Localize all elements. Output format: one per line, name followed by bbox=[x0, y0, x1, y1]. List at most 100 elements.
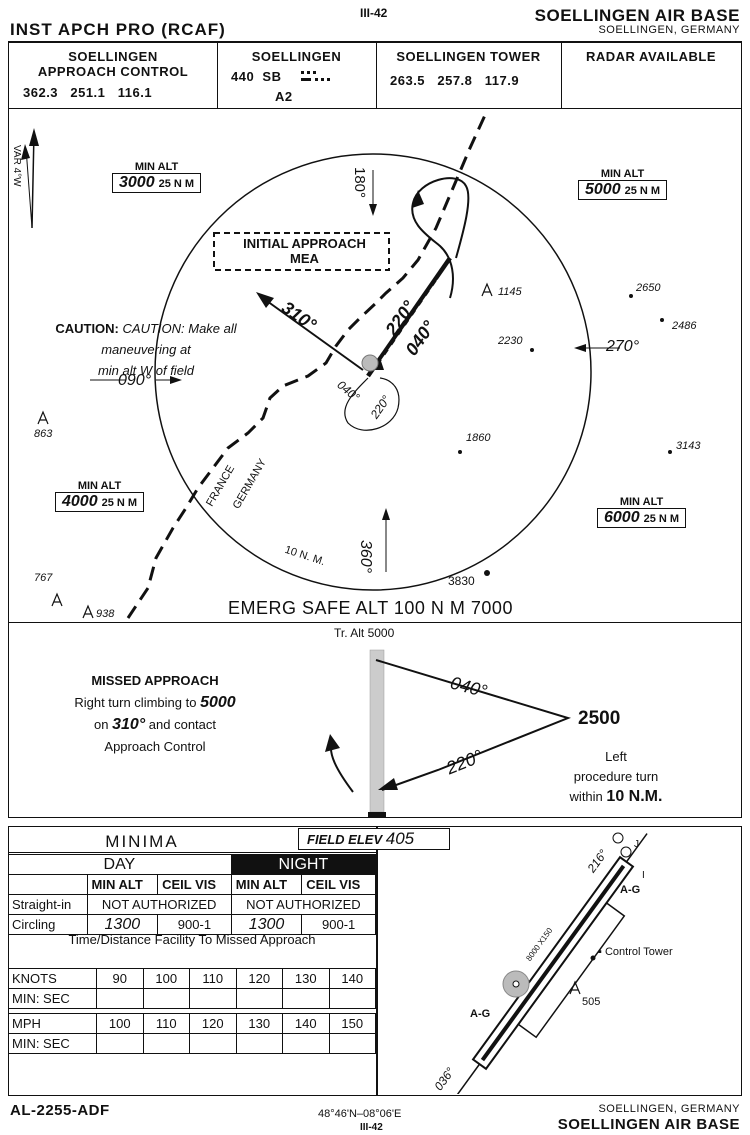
circling-vis-day: 900-1 bbox=[157, 914, 232, 935]
spot-2230: 2230 bbox=[498, 335, 523, 347]
footer-location: SOELLINGEN, GERMANY bbox=[598, 1103, 740, 1115]
airport-diagram bbox=[455, 832, 648, 1094]
beacon-title: SOELLINGEN bbox=[251, 49, 342, 64]
mea-box bbox=[213, 232, 390, 271]
control-tower-label: ▪ Control Tower bbox=[598, 946, 673, 958]
mph-120: 120 bbox=[189, 1013, 237, 1034]
mph-label: MPH bbox=[8, 1013, 97, 1034]
spot-767: 767 bbox=[34, 572, 53, 584]
beacon-frequency: 440 SB bbox=[231, 69, 282, 84]
ceil-vis-day-header: CEIL VIS bbox=[157, 874, 232, 895]
caution-note: CAUTION: CAUTION: Make all maneuvering a… bbox=[55, 321, 237, 378]
knots-130: 130 bbox=[282, 968, 330, 989]
base-name: SOELLINGEN AIR BASE bbox=[534, 6, 740, 25]
plan-view-drawing bbox=[21, 112, 672, 619]
taxiway bbox=[517, 901, 626, 1039]
circling-alt-day: 1300 bbox=[86, 914, 159, 935]
france-germany-border bbox=[126, 112, 488, 619]
transition-altitude: Tr. Alt 5000 bbox=[334, 626, 395, 640]
spot-3830: 3830 bbox=[448, 574, 475, 588]
straight-in-day: NOT AUTHORIZED bbox=[86, 894, 232, 915]
spot-1145: 1145 bbox=[498, 286, 522, 298]
mph-130: 130 bbox=[235, 1013, 283, 1034]
footer-base-name: SOELLINGEN AIR BASE bbox=[557, 1116, 740, 1133]
tower-box: SOELLINGEN TOWER 263.5 257.8 117.9 bbox=[376, 41, 562, 109]
day-header: DAY bbox=[8, 854, 232, 875]
chart-title: INST APCH PRO (RCAF) bbox=[10, 20, 226, 39]
spot-1860: 1860 bbox=[466, 432, 491, 444]
inbound-course bbox=[366, 256, 452, 378]
knots-120: 120 bbox=[235, 968, 283, 989]
profile-drawing bbox=[325, 649, 572, 817]
north-arrow bbox=[31, 131, 35, 229]
ten-nm-circle bbox=[154, 153, 592, 591]
spot-2650: 2650 bbox=[636, 282, 661, 294]
approach-frequencies: 362.3 251.1 116.1 bbox=[23, 85, 153, 100]
missed-approach-note: MISSED APPROACH Right turn climbing to 5… bbox=[74, 673, 236, 754]
airfield-symbol bbox=[361, 354, 379, 372]
ag-top-label: A-G bbox=[620, 884, 641, 896]
spot-3143: 3143 bbox=[676, 440, 701, 452]
circling-vis-night: 900-1 bbox=[301, 914, 376, 935]
minima-panel bbox=[8, 826, 742, 1096]
min-alt-day-header: MIN ALT bbox=[86, 874, 159, 895]
mph-140: 140 bbox=[282, 1013, 330, 1034]
time-distance-title: Time/Distance Facility To Missed Approac… bbox=[68, 932, 316, 947]
heading-090: 090° bbox=[118, 372, 152, 389]
heading-270: 270° bbox=[606, 338, 640, 355]
coordinates: 48°46'N–08°06'E bbox=[318, 1108, 402, 1120]
time-distance-table: KNOTS 90 100 110 120 130 140 MIN: SEC MP… bbox=[8, 968, 376, 1054]
tower-frequencies: 263.5 257.8 117.9 bbox=[390, 73, 520, 88]
heading-180: 180° bbox=[351, 166, 369, 199]
elevation-505: 505 bbox=[582, 996, 601, 1008]
ag-bottom-label: A-G bbox=[470, 1008, 491, 1020]
mph-110: 110 bbox=[142, 1013, 190, 1034]
tower-title: SOELLINGEN TOWER bbox=[396, 49, 541, 64]
approach-control-box: SOELLINGEN APPROACH CONTROL 362.3 251.1 … bbox=[8, 41, 218, 109]
radar-box: RADAR AVAILABLE bbox=[561, 41, 742, 109]
profile-view bbox=[8, 622, 742, 818]
procedure-turn-track bbox=[375, 659, 572, 791]
variation-label: VAR 4°W bbox=[11, 145, 22, 187]
spot-863: 863 bbox=[34, 428, 53, 440]
minima-table: DAY NIGHT MIN ALT CEIL VIS MIN ALT CEIL … bbox=[8, 854, 377, 935]
knots-min-sec-label: MIN: SEC bbox=[8, 988, 97, 1009]
heading-360: 360° bbox=[357, 540, 374, 574]
marker-j: J bbox=[634, 839, 639, 850]
radar-title: RADAR AVAILABLE bbox=[585, 49, 717, 64]
beacon-box: SOELLINGEN 440 SB A2 bbox=[217, 41, 377, 109]
spot-938: 938 bbox=[96, 608, 115, 620]
knots-110: 110 bbox=[189, 968, 237, 989]
min-alt-night-header: MIN ALT bbox=[230, 874, 303, 895]
approach-title-1: SOELLINGEN bbox=[68, 49, 158, 64]
straight-in-night: NOT AUTHORIZED bbox=[230, 894, 377, 915]
field-elevation: FIELD ELEV 405 bbox=[298, 828, 450, 850]
knots-100: 100 bbox=[142, 968, 190, 989]
spot-2486: 2486 bbox=[672, 320, 697, 332]
straight-in-label: Straight-in bbox=[8, 894, 88, 915]
morse-code-icon bbox=[301, 71, 330, 81]
base-location: SOELLINGEN, GERMANY bbox=[598, 24, 740, 36]
plan-view bbox=[8, 108, 742, 623]
initial-approach-mea: INITIAL APPROACH MEA bbox=[243, 236, 366, 266]
circling-label: Circling bbox=[8, 914, 88, 935]
minima-title: MINIMA bbox=[8, 832, 376, 853]
page-number: III-42 bbox=[360, 6, 388, 20]
marker-i: I bbox=[642, 870, 645, 881]
mph-150: 150 bbox=[328, 1013, 376, 1034]
local-turn bbox=[344, 377, 400, 431]
beacon-class: A2 bbox=[275, 89, 293, 104]
chart-code: AL-2255-ADF bbox=[10, 1102, 110, 1119]
procedure-turn-altitude: 2500 bbox=[578, 708, 621, 729]
ceil-vis-night-header: CEIL VIS bbox=[301, 874, 376, 895]
footer-page: III-42 bbox=[360, 1122, 383, 1133]
emergency-safe-altitude: EMERG SAFE ALT 100 N M 7000 bbox=[228, 598, 513, 618]
missed-approach-track bbox=[259, 295, 364, 371]
night-header: NIGHT bbox=[230, 854, 377, 875]
procedure-turn-note: Left procedure turn within 10 N.M. bbox=[569, 749, 663, 805]
knots-label: KNOTS bbox=[8, 968, 97, 989]
